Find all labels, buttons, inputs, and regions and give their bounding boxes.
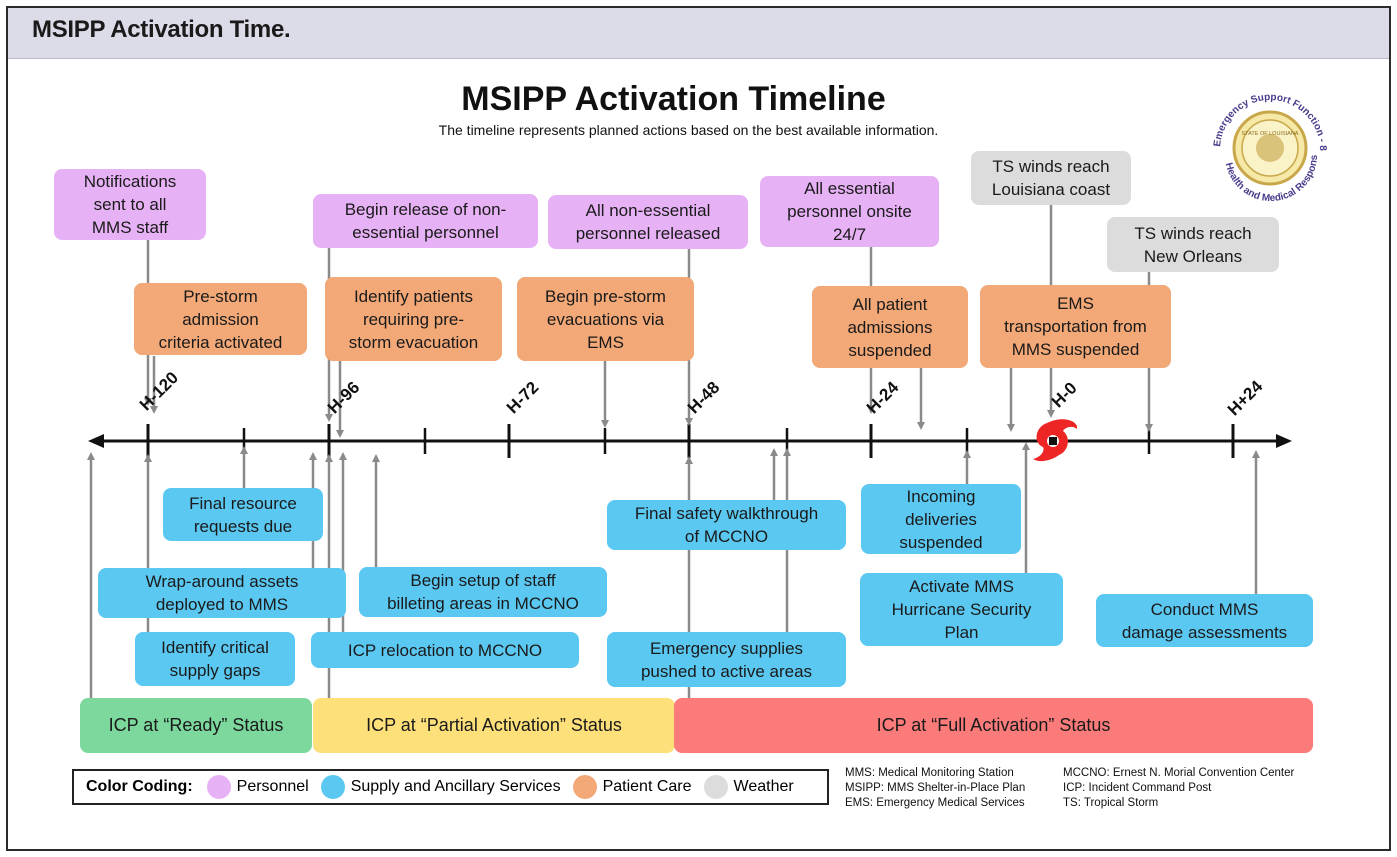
abbr-ems: EMS: Emergency Medical Services	[845, 797, 1025, 809]
status-full: ICP at “Full Activation” Status	[674, 698, 1313, 753]
logo-seal-text: STATE OF LOUISIANA	[1242, 131, 1299, 137]
event-begin-release: Begin release of non- essential personne…	[313, 194, 538, 248]
event-final-walkthrough: Final safety walkthrough of MCCNO	[607, 500, 846, 550]
abbreviations-left: MMS: Medical Monitoring Station MSIPP: M…	[845, 766, 1025, 811]
main-title: MSIPP Activation Timeline	[461, 80, 886, 118]
event-begin-setup: Begin setup of staff billeting areas in …	[359, 567, 607, 617]
subtitle: The timeline represents planned actions …	[438, 122, 939, 138]
event-prestorm-criteria: Pre-storm admission criteria activated	[134, 283, 307, 355]
esf8-logo: Emergency Support Function - 8 Health an…	[1205, 85, 1328, 204]
status-partial: ICP at “Partial Activation” Status	[313, 698, 675, 753]
event-all-nonessential: All non-essential personnel released	[548, 195, 748, 249]
legend-item-weather: Weather	[703, 775, 794, 799]
event-wraparound: Wrap-around assets deployed to MMS	[98, 568, 346, 618]
abbr-msipp: MSIPP: MMS Shelter-in-Place Plan	[845, 782, 1026, 794]
event-critical-gaps: Identify critical supply gaps	[135, 632, 295, 686]
event-final-requests: Final resource requests due	[163, 488, 323, 541]
event-begin-evacuations: Begin pre-storm evacuations via EMS	[517, 277, 694, 361]
event-identify-patients: Identify patients requiring pre- storm e…	[325, 277, 502, 361]
legend-dot-personnel	[206, 775, 231, 799]
abbr-ts: TS: Tropical Storm	[1063, 797, 1159, 809]
axis-left-arrowhead	[88, 434, 104, 448]
legend-label-patient-care: Patient Care	[602, 778, 692, 795]
axis-right-arrowhead	[1276, 434, 1292, 448]
event-incoming-deliveries: Incoming deliveries suspended	[861, 484, 1021, 554]
abbr-icp: ICP: Incident Command Post	[1063, 782, 1212, 794]
color-legend: Color Coding: Personnel Supply and Ancil…	[72, 769, 829, 805]
event-damage-assessments: Conduct MMS damage assessments	[1096, 594, 1313, 647]
legend-title: Color Coding:	[86, 778, 193, 795]
legend-label-supply: Supply and Ancillary Services	[350, 778, 561, 795]
event-all-essential: All essential personnel onsite 24/7	[760, 176, 939, 247]
header-bar	[8, 8, 1389, 59]
legend-dot-patient-care	[572, 775, 597, 799]
event-ts-coast: TS winds reach Louisiana coast	[971, 151, 1131, 205]
legend-item-supply: Supply and Ancillary Services	[320, 775, 561, 799]
legend-item-patient-care: Patient Care	[572, 775, 692, 799]
status-ready: ICP at “Ready” Status	[80, 698, 312, 753]
header-title: MSIPP Activation Time.	[32, 16, 291, 43]
abbreviations-right: MCCNO: Ernest N. Morial Convention Cente…	[1063, 766, 1294, 811]
event-ems-transport: EMS transportation from MMS suspended	[980, 285, 1171, 368]
event-all-admissions: All patient admissions suspended	[812, 286, 968, 368]
abbr-mccno: MCCNO: Ernest N. Morial Convention Cente…	[1063, 767, 1295, 779]
event-notifications: Notifications sent to all MMS staff	[54, 169, 206, 240]
legend-dot-weather	[703, 775, 728, 799]
legend-item-personnel: Personnel	[206, 775, 309, 799]
abbr-mms: MMS: Medical Monitoring Station	[845, 767, 1014, 779]
event-ts-neworleans: TS winds reach New Orleans	[1107, 217, 1279, 272]
legend-dot-supply	[320, 775, 345, 799]
legend-label-personnel: Personnel	[236, 778, 309, 795]
hurricane-icon	[1033, 419, 1078, 462]
legend-label-weather: Weather	[733, 778, 794, 795]
event-icp-relocation: ICP relocation to MCCNO	[311, 632, 579, 668]
event-emergency-supplies: Emergency supplies pushed to active area…	[607, 632, 846, 687]
event-activate-security: Activate MMS Hurricane Security Plan	[860, 573, 1063, 646]
